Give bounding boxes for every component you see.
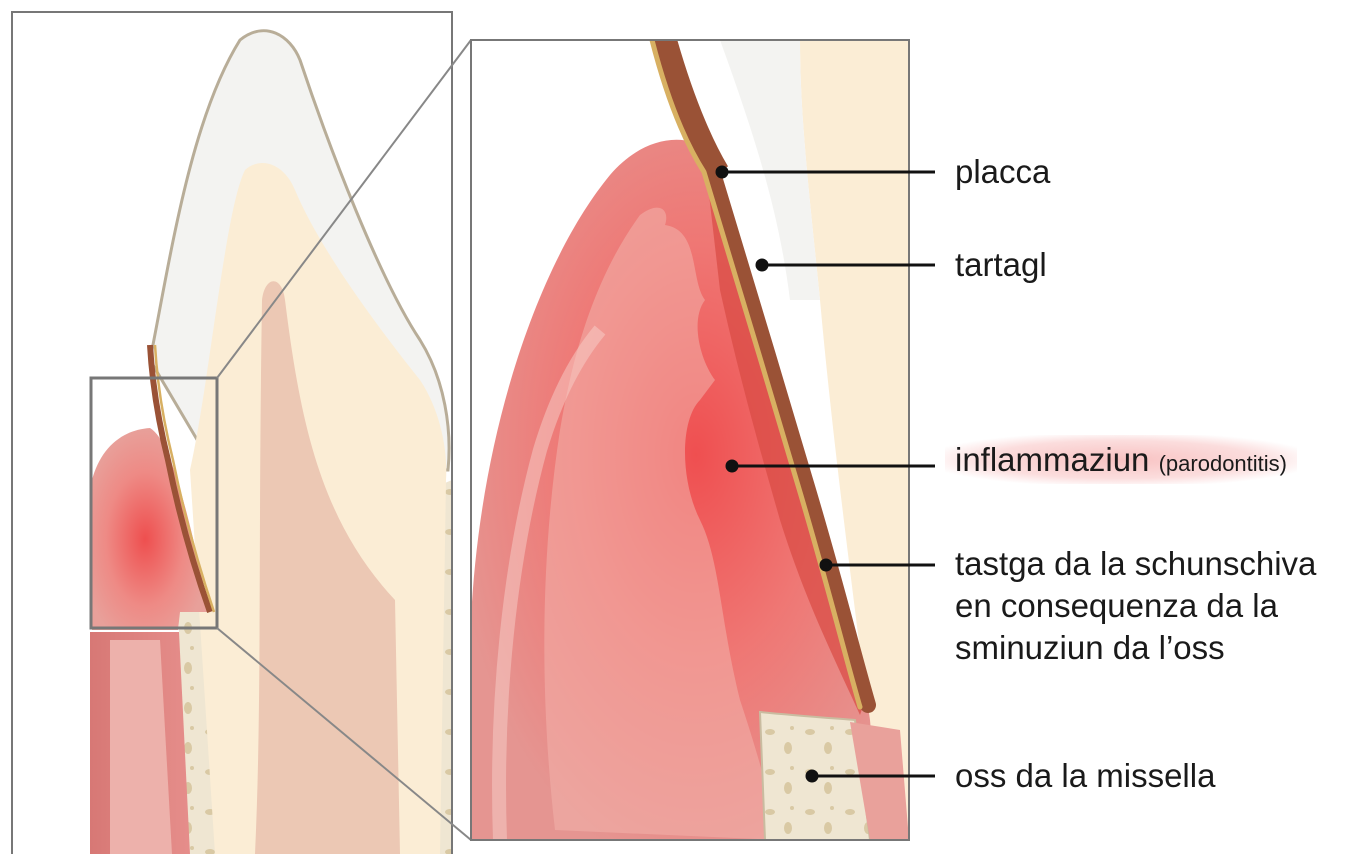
dot-placca <box>717 167 727 177</box>
dot-inflammaziun <box>727 461 737 471</box>
inflammation-highlight: inflammaziun (parodontitis) <box>945 435 1297 484</box>
label-tartagl: tartagl <box>955 244 1047 286</box>
label-oss: oss da la missella <box>955 755 1215 797</box>
label-tastga: tastga da la schunschiva en consequenza … <box>955 543 1345 669</box>
dot-tastga <box>821 560 831 570</box>
dot-tartagl <box>757 260 767 270</box>
label-parodontitis: (parodontitis) <box>1159 451 1287 476</box>
dot-oss <box>807 771 817 781</box>
label-inflammaziun-wrap: inflammaziun (parodontitis) <box>955 439 1297 485</box>
tooth-detail <box>471 40 909 840</box>
tooth-overview <box>12 12 452 854</box>
label-placca: placca <box>955 151 1050 193</box>
label-inflammaziun: inflammaziun <box>955 441 1149 478</box>
